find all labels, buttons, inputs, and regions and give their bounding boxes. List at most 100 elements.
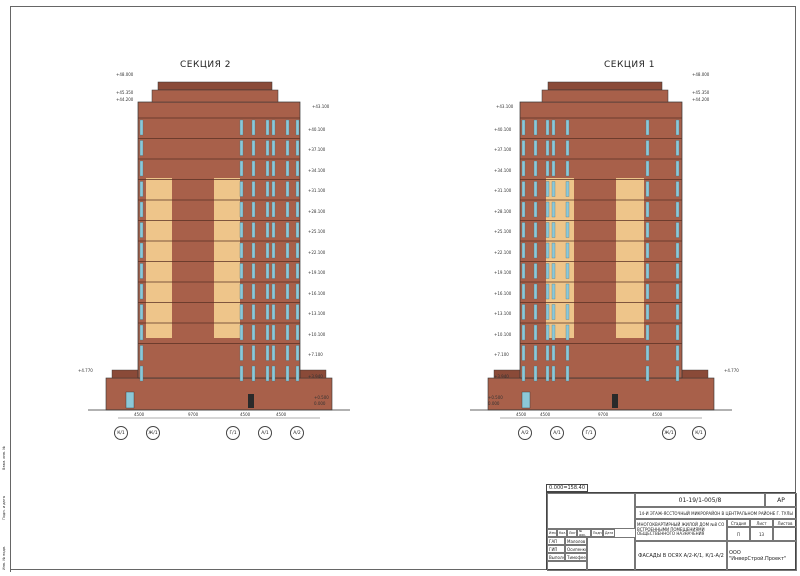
window bbox=[251, 222, 256, 238]
window bbox=[239, 119, 244, 136]
window bbox=[545, 304, 550, 320]
window bbox=[295, 160, 300, 177]
window bbox=[139, 263, 144, 279]
tb-rev-area bbox=[547, 493, 635, 529]
window bbox=[251, 119, 256, 136]
level-mark: +16.100 bbox=[494, 291, 512, 296]
window bbox=[551, 181, 556, 197]
window bbox=[265, 140, 270, 156]
window bbox=[551, 201, 556, 218]
axis-s2-k1: К/1 bbox=[114, 426, 128, 440]
window bbox=[265, 242, 270, 259]
tb-rev-header: Лист bbox=[567, 529, 577, 537]
tb-name-1: Малолов bbox=[565, 537, 587, 545]
window bbox=[271, 140, 276, 156]
window bbox=[239, 201, 244, 218]
window bbox=[645, 242, 650, 259]
window bbox=[675, 345, 680, 361]
window bbox=[139, 119, 144, 136]
window bbox=[545, 181, 550, 197]
window bbox=[271, 201, 276, 218]
window bbox=[271, 119, 276, 136]
tb-name-3: Тимофеев bbox=[565, 553, 587, 561]
tb-sheet-h: Лист bbox=[750, 519, 773, 527]
window bbox=[139, 222, 144, 238]
window bbox=[533, 263, 538, 279]
window bbox=[239, 283, 244, 300]
window bbox=[271, 160, 276, 177]
service-door bbox=[612, 394, 618, 408]
window bbox=[545, 365, 550, 382]
level-mark: +31.100 bbox=[494, 188, 512, 193]
level-mark: +28.100 bbox=[494, 209, 512, 214]
window bbox=[285, 365, 290, 382]
window bbox=[271, 324, 276, 341]
window bbox=[521, 263, 526, 279]
window bbox=[271, 263, 276, 279]
window bbox=[645, 119, 650, 136]
window bbox=[295, 365, 300, 382]
tb-role-3: Выполнил bbox=[547, 553, 565, 561]
window bbox=[271, 304, 276, 320]
level-mark: +16.100 bbox=[308, 291, 326, 296]
window bbox=[645, 304, 650, 320]
axis-s1-a1: А/1 bbox=[550, 426, 564, 440]
level-mark: +4.770 bbox=[724, 368, 739, 373]
tb-stage-h: Стадия bbox=[727, 519, 750, 527]
section-1-title: СЕКЦИЯ 1 bbox=[604, 60, 655, 70]
facade-section-1 bbox=[470, 81, 732, 419]
window bbox=[545, 201, 550, 218]
window bbox=[565, 222, 570, 238]
window bbox=[139, 324, 144, 341]
window bbox=[295, 242, 300, 259]
window bbox=[533, 283, 538, 300]
window bbox=[551, 140, 556, 156]
window bbox=[551, 283, 556, 300]
level-mark: +10.100 bbox=[494, 332, 512, 337]
dim-s2-2: 9700 bbox=[188, 412, 199, 417]
level-mark: +28.100 bbox=[308, 209, 326, 214]
window bbox=[521, 242, 526, 259]
window bbox=[675, 140, 680, 156]
window bbox=[265, 283, 270, 300]
window bbox=[295, 263, 300, 279]
window bbox=[521, 365, 526, 382]
window bbox=[533, 140, 538, 156]
window bbox=[545, 345, 550, 361]
window bbox=[521, 304, 526, 320]
mark-s1-roof2: +43.100 bbox=[496, 104, 514, 109]
window bbox=[675, 365, 680, 382]
axis-s1-a2: А/2 bbox=[518, 426, 532, 440]
window bbox=[645, 181, 650, 197]
window bbox=[251, 345, 256, 361]
dim-s2-4: 4500 bbox=[276, 412, 287, 417]
level-mark: +37.100 bbox=[494, 147, 512, 152]
window bbox=[265, 181, 270, 197]
window bbox=[675, 119, 680, 136]
window bbox=[295, 324, 300, 341]
service-door bbox=[248, 394, 254, 408]
binding-strip bbox=[0, 412, 11, 572]
window bbox=[521, 324, 526, 341]
window bbox=[521, 160, 526, 177]
window bbox=[645, 283, 650, 300]
level-mark: 0.000 bbox=[314, 401, 326, 406]
window bbox=[239, 263, 244, 279]
level-mark: +0.500 bbox=[488, 395, 503, 400]
accent-panel bbox=[214, 178, 240, 338]
window bbox=[271, 242, 276, 259]
window bbox=[645, 345, 650, 361]
window bbox=[265, 119, 270, 136]
window bbox=[545, 160, 550, 177]
window bbox=[675, 222, 680, 238]
window bbox=[533, 181, 538, 197]
window bbox=[265, 365, 270, 382]
window bbox=[251, 201, 256, 218]
window bbox=[565, 324, 570, 341]
level-mark: +19.100 bbox=[308, 270, 326, 275]
window bbox=[265, 263, 270, 279]
tb-stage: П bbox=[727, 527, 750, 541]
window bbox=[675, 181, 680, 197]
tb-building: МНОГОКВАРТИРНЫЙ ЖИЛОЙ ДОМ №8 СО ВСТРОЕНН… bbox=[635, 519, 727, 541]
window bbox=[265, 304, 270, 320]
